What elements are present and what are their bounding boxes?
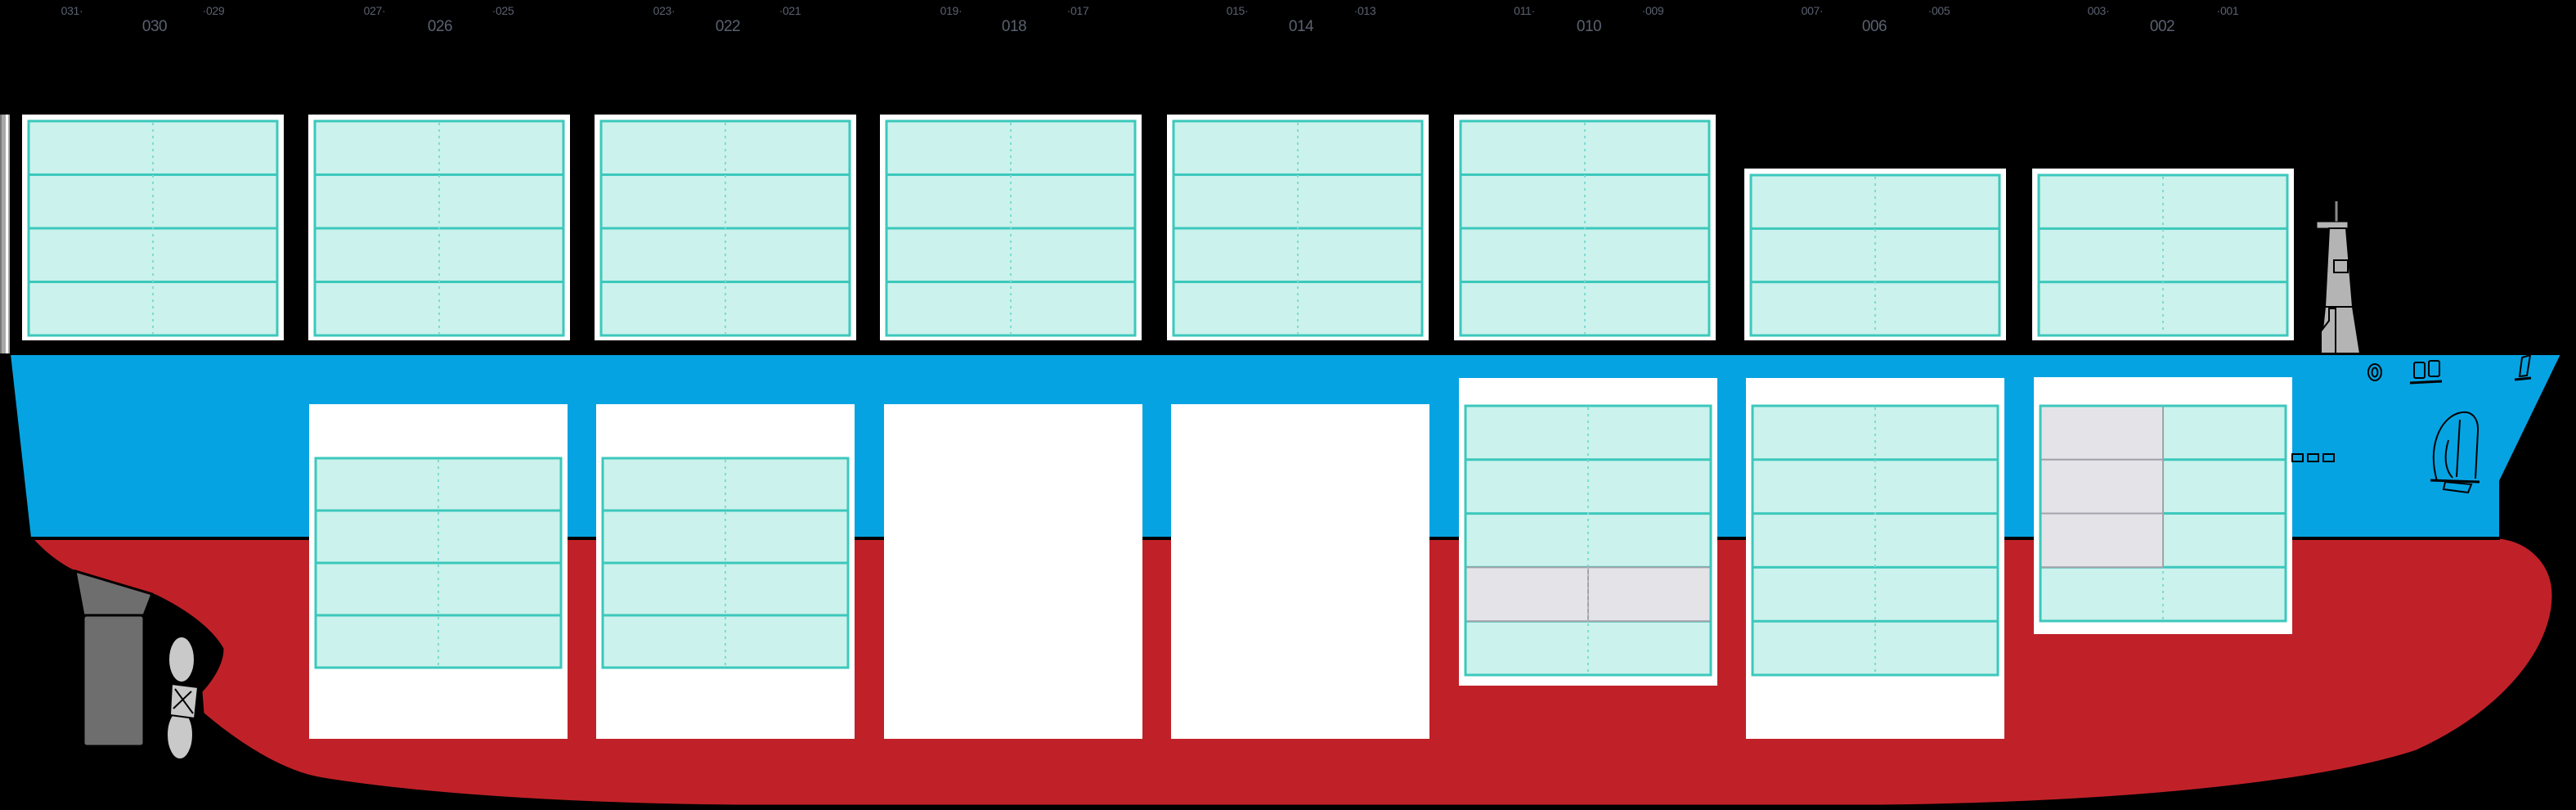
bay-label-006: 006 [1862,18,1887,35]
hold-006[interactable] [1746,378,2004,739]
mast-yard [2316,221,2349,229]
bow-deck-fittings [2291,353,2532,494]
bay-label-007: 007· [1802,4,1824,17]
bay-label-031: 031· [61,4,83,17]
bay-label-027: 027· [364,4,386,17]
deck-bay-022[interactable] [595,115,856,340]
deck-bay-018[interactable] [880,115,1142,340]
bay-label-023: 023· [653,4,675,17]
bay-label-015: 015· [1227,4,1249,17]
deck-bay-010[interactable] [1454,115,1716,340]
deck-bay-006[interactable] [1744,169,2006,340]
hold-010[interactable] [1459,378,1717,686]
on-deck-bays-layer [22,115,2294,340]
deck-bay-026[interactable] [308,115,570,340]
bollard-icon [2409,360,2443,385]
porthole-dots [2291,453,2335,462]
below-deck-holds-layer [309,377,2292,739]
blocked-cell[interactable] [1465,566,1589,623]
fairlead-icon [2367,363,2382,381]
bay-label-009: ·009 [1642,4,1664,17]
bay-label-002: 002 [2150,18,2174,35]
bay-label-003: 003· [2088,4,2110,17]
hold-002[interactable] [2034,377,2292,634]
hold-022[interactable] [596,404,855,739]
bay-number-labels-layer: 031· ·029 027· ·025 023· ·021 019· ·017 015· ·013… [61,4,2240,35]
bay-label-026: 026 [428,18,452,35]
hold-026[interactable] [309,404,568,739]
bay-label-021: ·021 [779,4,801,17]
propeller [166,636,200,760]
mast-radar-box [2333,259,2349,273]
blocked-cell[interactable] [2040,405,2164,461]
bay-label-018: 018 [1002,18,1026,35]
bay-label-017: ·017 [1067,4,1089,17]
deck-bay-014[interactable] [1167,115,1429,340]
anchor-icon [2430,411,2480,494]
bay-label-005: ·005 [1928,4,1950,17]
bay-label-001: ·001 [2217,4,2239,17]
deck-bay-002[interactable] [2032,169,2294,340]
bay-label-010: 010 [1577,18,1601,35]
blocked-cell[interactable] [2040,458,2164,515]
deck-bay-030[interactable] [22,115,284,340]
blocked-cell[interactable] [1587,566,1712,623]
rudder [74,569,154,748]
bay-label-022: 022 [716,18,740,35]
bow-mast [2316,201,2362,354]
bay-label-029: ·029 [203,4,225,17]
mast-bracket [2320,308,2336,354]
bay-label-025: ·025 [492,4,514,17]
hold-018[interactable] [884,404,1142,739]
blocked-cell[interactable] [2040,512,2164,569]
bay-label-019: 019· [940,4,963,17]
stern-pole [0,115,10,353]
hold-014[interactable] [1171,404,1429,739]
flagstaff-base-icon [2514,353,2532,381]
bay-label-030: 030 [142,18,167,35]
bay-label-013: ·013 [1354,4,1376,17]
bay-label-014: 014 [1289,18,1314,35]
bay-label-011: 011· [1514,4,1535,17]
